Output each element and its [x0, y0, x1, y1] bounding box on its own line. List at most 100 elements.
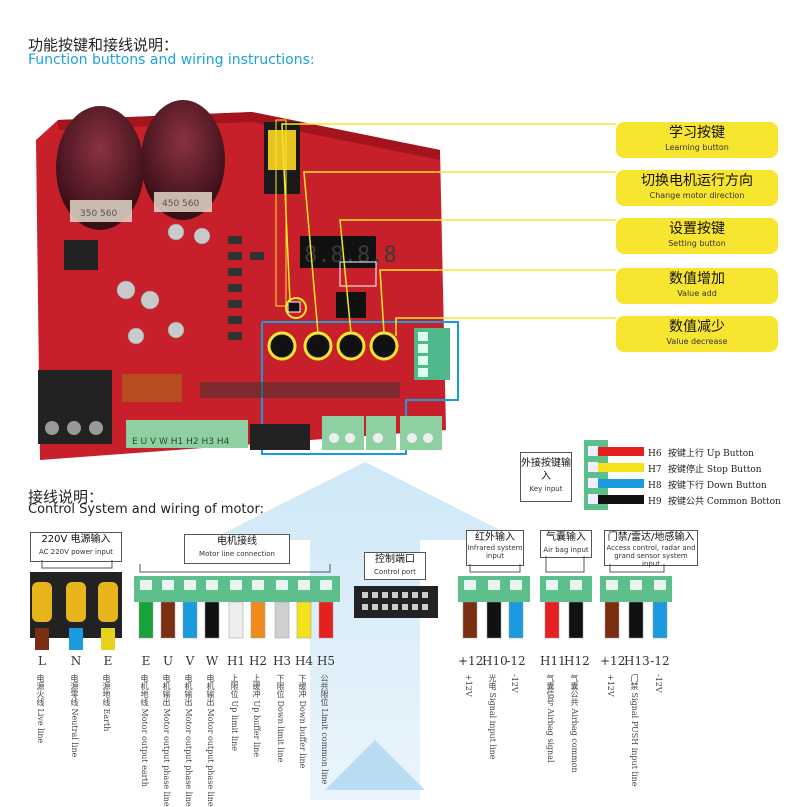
- motor-terminal-desc: 上缓冲 Up buffer line: [252, 674, 261, 758]
- access-terminal-desc: +12V: [606, 674, 615, 697]
- key-terminal-slot: [588, 494, 598, 504]
- display-digits: 8.8.8.8: [304, 243, 397, 268]
- key-code: H9: [648, 497, 662, 507]
- group-motor-label: 电机接线 Motor line connection: [184, 534, 290, 564]
- motor-terminal-name: H1: [226, 654, 246, 668]
- access-slot-2: [654, 580, 666, 590]
- key-zh: 按键下行: [668, 481, 707, 491]
- power-terminal-name: L: [38, 654, 46, 668]
- power-terminal-desc: 电源火线 Live line: [36, 674, 45, 744]
- cap-text-2: 450 560: [162, 199, 199, 209]
- key-input-label: 外接按键输入 Key input: [520, 452, 572, 502]
- key-wire-h9: [598, 495, 644, 504]
- motor-terminal-desc: 上限位 Up limit line: [230, 674, 239, 751]
- group-airbag-label: 气囊输入 Air bag input: [540, 530, 592, 558]
- airbag-wire-h12: [568, 601, 584, 639]
- callout-learning-button: 学习按键 Learning button: [616, 122, 778, 158]
- power-wire-n: [69, 628, 83, 650]
- motor-wire-h3: [274, 601, 290, 639]
- motor-terminal-name: E: [141, 654, 151, 668]
- motor-terminal-name: U: [162, 654, 174, 668]
- learn-button: [287, 301, 301, 313]
- access-wire-h13: [628, 601, 644, 639]
- airbag-slot-0: [546, 580, 558, 590]
- airbag-terminal-desc: 气囊信号 Airbag signal: [546, 674, 555, 763]
- infrared-terminal-desc: -12V: [510, 674, 519, 693]
- motor-terminal-name: H2: [248, 654, 268, 668]
- motor-terminal-desc: 公共限位 Limit common line: [320, 674, 329, 785]
- key-zh: 按键上行: [668, 449, 707, 459]
- motor-wire-h1: [228, 601, 244, 639]
- leader-decrease: [395, 317, 616, 336]
- power-terminal-desc: 电源零线 Neutral line: [70, 674, 79, 758]
- power-terminal-name: N: [70, 654, 82, 668]
- airbag-slot-1: [570, 580, 582, 590]
- infrared-wire-h10: [486, 601, 502, 639]
- access-terminal-name: -12: [650, 654, 670, 668]
- motor-terminal-pcb: [126, 420, 248, 448]
- access-slot-0: [606, 580, 618, 590]
- key-terminal-slot: [588, 462, 598, 472]
- callout-value-decrease: 数值减少 Value decrease: [616, 316, 778, 352]
- motor-slot-5: [252, 580, 264, 590]
- key-wire-h6: [598, 447, 644, 456]
- motor-terminal-desc: 电机输出 Motor output phase line: [184, 674, 193, 807]
- group-infrared-label: 红外输入 Infrared system input: [466, 530, 524, 566]
- airbag-terminal-name: H11: [540, 654, 566, 668]
- motor-slot-8: [320, 580, 332, 590]
- access-wire-+12: [604, 601, 620, 639]
- access-terminal-desc: 门禁 Signal PUSH input line: [630, 674, 639, 787]
- access-wire--12: [652, 601, 668, 639]
- motor-terminal-name: H4: [294, 654, 314, 668]
- key-terminal-slot: [588, 446, 598, 456]
- power-terminal-desc: 电源地线 Earth: [102, 674, 111, 732]
- key-zh: 按键公共: [668, 497, 707, 507]
- motor-slot-3: [206, 580, 218, 590]
- motor-terminal-desc: 电机地线 Motor output earth: [140, 674, 149, 787]
- infrared-slot-2: [510, 580, 522, 590]
- key-terminal-slot: [588, 478, 598, 488]
- leader-direction: [303, 171, 616, 334]
- motor-slot-7: [298, 580, 310, 590]
- motor-slot-2: [184, 580, 196, 590]
- leader-learn: [281, 123, 616, 303]
- key-en: Up Button: [706, 449, 754, 459]
- infrared-terminal-desc: 光电 Signal input line: [488, 674, 497, 760]
- key-code: H8: [648, 481, 662, 491]
- cap-text-1: 350 560: [80, 209, 117, 219]
- title-en: Function buttons and wiring instructions…: [28, 52, 315, 68]
- motor-wire-e: [138, 601, 154, 639]
- control-port-pcb: [250, 424, 310, 450]
- infrared-terminal-desc: +12V: [464, 674, 473, 697]
- airbag-wire-h11: [544, 601, 560, 639]
- motor-terminal-name: V: [185, 654, 195, 668]
- power-screw-l: [32, 582, 52, 622]
- led-display: [300, 236, 376, 268]
- key-en: Common Botton: [706, 497, 781, 507]
- motor-wire-h5: [318, 601, 334, 639]
- title-zh: 功能按键和接线说明：: [28, 36, 179, 54]
- motor-terminal-desc: 电机输出 Motor output phase line: [162, 674, 171, 807]
- round-buttons: [267, 331, 399, 361]
- motor-slot-1: [162, 580, 174, 590]
- wiring-title-zh: 接线说明：: [28, 488, 104, 506]
- infrared-slot-1: [488, 580, 500, 590]
- motor-terminal-desc: 电机输出 Motor output phase line: [206, 674, 215, 807]
- access-terminal-name: +12: [600, 654, 626, 668]
- motor-slot-0: [140, 580, 152, 590]
- wiring-title-en: Control System and wiring of motor:: [28, 502, 264, 517]
- background-arrow: [210, 462, 520, 800]
- key-zh: 按键停止: [668, 465, 707, 475]
- infrared-slot-0: [464, 580, 476, 590]
- infrared-wire--12: [508, 601, 524, 639]
- callout-change-direction: 切换电机运行方向 Change motor direction: [616, 170, 778, 206]
- key-input-connector: [584, 440, 644, 510]
- callout-value-add: 数值增加 Value add: [616, 268, 778, 304]
- control-port-connector: [354, 586, 438, 618]
- motor-terminal-desc: 下缓冲 Down buffer line: [298, 674, 307, 769]
- capacitor-right: 450 560: [141, 100, 225, 220]
